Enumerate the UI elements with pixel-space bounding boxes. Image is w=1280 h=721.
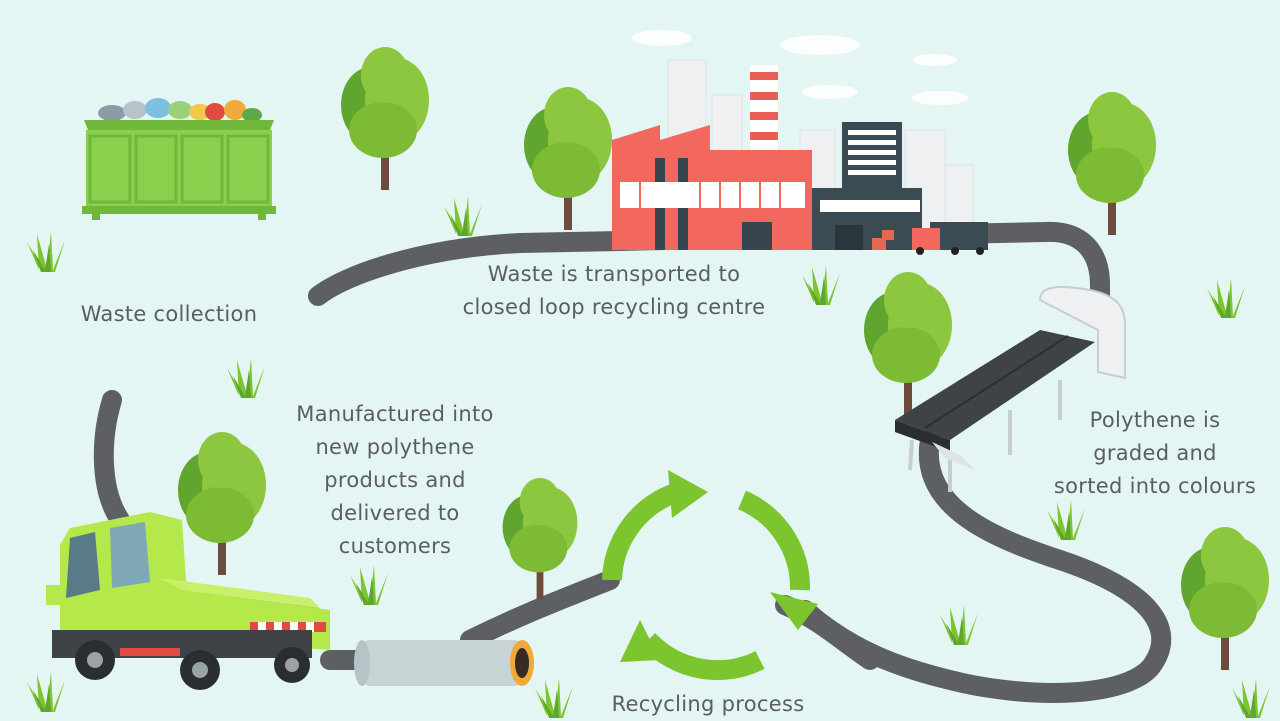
recycling-process-label: Recycling process bbox=[590, 688, 826, 721]
label-line: Polythene is bbox=[1089, 408, 1221, 432]
tree-icon bbox=[524, 87, 612, 230]
grass-icon bbox=[27, 232, 65, 272]
label-line: Waste is transported to bbox=[487, 262, 741, 286]
clouds bbox=[632, 30, 968, 105]
label-line: delivered to bbox=[330, 501, 460, 525]
grass-icon bbox=[227, 358, 265, 398]
tree-icon bbox=[1181, 527, 1269, 670]
label-line: Manufactured into bbox=[296, 402, 494, 426]
waste-pile bbox=[98, 98, 262, 122]
grass-icon bbox=[350, 565, 388, 605]
waste-collection-label: Waste collection bbox=[58, 298, 280, 331]
label-line: Recycling process bbox=[611, 692, 805, 716]
delivery-truck-icon bbox=[912, 222, 988, 255]
conveyor-belt-icon bbox=[895, 286, 1126, 492]
manufacturing-label: Manufactured into new polythene products… bbox=[270, 398, 520, 563]
polythene-roll-icon bbox=[354, 640, 534, 686]
factory-icon bbox=[612, 122, 988, 255]
grass-icon bbox=[1232, 678, 1270, 718]
recycle-arrows-icon bbox=[602, 470, 818, 681]
road bbox=[93, 221, 1172, 703]
tree-icon bbox=[1068, 92, 1156, 235]
grass-icon bbox=[802, 265, 840, 305]
tree-icon bbox=[178, 432, 266, 575]
grass-icon bbox=[1047, 500, 1085, 540]
grass-icon bbox=[27, 672, 65, 712]
grass-icon bbox=[940, 605, 978, 645]
grass-icon bbox=[444, 196, 482, 236]
label-line: closed loop recycling centre bbox=[462, 295, 766, 319]
boxes bbox=[872, 230, 894, 250]
waste-skip-icon bbox=[82, 98, 276, 220]
tree-icon bbox=[341, 47, 429, 190]
label-line: Waste collection bbox=[80, 302, 258, 326]
grass-icon bbox=[1207, 278, 1245, 318]
chimney bbox=[750, 65, 778, 150]
label-line: sorted into colours bbox=[1053, 474, 1257, 498]
truck-icon bbox=[46, 512, 330, 690]
grass-icon bbox=[535, 678, 573, 718]
label-line: products and bbox=[324, 468, 466, 492]
label-line: graded and bbox=[1093, 441, 1217, 465]
label-line: new polythene bbox=[315, 435, 475, 459]
sorting-label: Polythene is graded and sorted into colo… bbox=[1040, 404, 1270, 503]
transport-label: Waste is transported to closed loop recy… bbox=[428, 258, 800, 324]
label-line: customers bbox=[338, 534, 452, 558]
